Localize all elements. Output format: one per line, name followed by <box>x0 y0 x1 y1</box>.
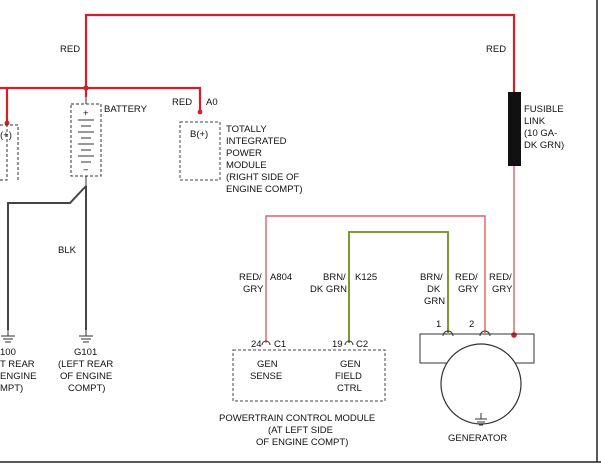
svg-text:OF ENGINE: OF ENGINE <box>60 371 112 382</box>
g101-ground-icon <box>79 330 93 343</box>
left-module-pin-label: (+) <box>0 130 12 141</box>
svg-text:GRY: GRY <box>458 284 479 295</box>
gen-sense-label: GEN SENSE <box>250 359 282 382</box>
left-pin-node <box>4 120 10 126</box>
blk-ground-wire <box>7 185 87 330</box>
svg-text:GRY: GRY <box>243 284 264 295</box>
svg-text:BRN/: BRN/ <box>420 272 443 283</box>
gen-wire-brn-label: BRN/ DK GRN <box>420 272 445 307</box>
gen-output-node <box>511 332 517 338</box>
left-module-lower-wire <box>0 125 8 181</box>
top-red-left-label: RED <box>60 44 80 55</box>
wire-a804-label: RED/ GRY A804 <box>239 272 292 295</box>
battery-label: BATTERY <box>104 104 148 115</box>
svg-text:K125: K125 <box>355 272 377 283</box>
svg-text:DK GRN): DK GRN) <box>524 140 564 151</box>
fusible-link <box>508 92 521 166</box>
svg-text:MODULE: MODULE <box>226 160 267 171</box>
svg-text:A804: A804 <box>270 272 292 283</box>
conn-c2-label: C2 <box>356 339 368 350</box>
svg-text:TOTALLY: TOTALLY <box>226 124 267 135</box>
tipm-pin-label: B(+) <box>190 129 208 140</box>
gen-pin-2-label: 2 <box>469 319 474 330</box>
red-feed-wire <box>0 13 516 122</box>
svg-text:DK GRN: DK GRN <box>310 284 347 295</box>
svg-text:LINK: LINK <box>524 116 546 127</box>
svg-text:COMPT): COMPT) <box>68 383 105 394</box>
conn-c1-label: C1 <box>274 339 286 350</box>
pcm-box <box>232 349 386 402</box>
svg-text:(AT LEFT SIDE: (AT LEFT SIDE <box>268 425 333 436</box>
tipm-pin-node <box>197 109 203 115</box>
pin-24-label: 24 <box>251 339 262 350</box>
svg-text:POWERTRAIN CONTROL MODULE: POWERTRAIN CONTROL MODULE <box>219 413 375 424</box>
battery-plus-label: + <box>83 108 89 119</box>
g100-ground-icon <box>1 330 15 343</box>
wire-k125-label: BRN/ DK GRN K125 <box>310 272 377 295</box>
tipm-name: TOTALLY INTEGRATED POWER MODULE (RIGHT S… <box>226 124 303 195</box>
svg-text:(RIGHT SIDE OF: (RIGHT SIDE OF <box>226 172 299 183</box>
generator-label: GENERATOR <box>448 433 507 444</box>
svg-text:CTRL: CTRL <box>337 383 362 394</box>
svg-text:FIELD: FIELD <box>335 371 362 382</box>
svg-text:POWER: POWER <box>226 148 262 159</box>
svg-text:GEN: GEN <box>257 359 278 370</box>
pcm-connector-icons <box>261 340 354 346</box>
battery-symbol <box>70 97 102 186</box>
svg-text:INTEGRATED: INTEGRATED <box>226 136 287 147</box>
gen-wire-redgry-label: RED/ GRY <box>455 272 479 295</box>
svg-text:OF ENGINE COMPT): OF ENGINE COMPT) <box>256 437 348 448</box>
gen-sense-wire <box>265 215 486 343</box>
svg-text:DK: DK <box>427 284 441 295</box>
g100-partial-label: 100 T REAR ENGINE MPT) <box>0 347 36 394</box>
pcm-name: POWERTRAIN CONTROL MODULE (AT LEFT SIDE … <box>219 413 375 448</box>
svg-text:ENGINE: ENGINE <box>0 371 36 382</box>
field-ctrl-wire <box>348 231 449 343</box>
svg-text:FUSIBLE: FUSIBLE <box>524 104 564 115</box>
svg-text:RED/: RED/ <box>239 272 262 283</box>
svg-text:(10 GA-: (10 GA- <box>524 128 557 139</box>
gen-wire-redgry-right-label: RED/ GRY <box>489 272 513 295</box>
blk-label: BLK <box>58 245 77 256</box>
tipm-box <box>179 121 221 181</box>
battery-node <box>83 85 89 91</box>
svg-text:GRN: GRN <box>424 296 445 307</box>
svg-text:GEN: GEN <box>340 359 361 370</box>
svg-text:RED/: RED/ <box>489 272 512 283</box>
pin-19-label: 19 <box>332 339 343 350</box>
svg-text:SENSE: SENSE <box>250 371 282 382</box>
generator-icon <box>440 343 522 425</box>
tipm-wire-circuit: A0 <box>206 97 218 108</box>
svg-text:(LEFT REAR: (LEFT REAR <box>58 359 113 370</box>
svg-text:G101: G101 <box>74 347 97 358</box>
svg-text:ENGINE COMPT): ENGINE COMPT) <box>226 184 303 195</box>
svg-text:MPT): MPT) <box>0 383 23 394</box>
svg-text:GRY: GRY <box>492 284 513 295</box>
svg-text:T REAR: T REAR <box>0 359 35 370</box>
svg-text:RED/: RED/ <box>455 272 478 283</box>
fusible-link-label: FUSIBLE LINK (10 GA- DK GRN) <box>524 104 564 151</box>
gen-pin-1-label: 1 <box>436 319 441 330</box>
generator-ground-icon <box>475 413 487 426</box>
svg-text:100: 100 <box>0 347 16 358</box>
battery-minus-label: − <box>83 165 89 176</box>
top-red-right-label: RED <box>486 44 506 55</box>
gen-connector-icons <box>442 330 491 337</box>
g101-label: G101 (LEFT REAR OF ENGINE COMPT) <box>58 347 113 394</box>
left-module-box <box>0 124 19 180</box>
gen-field-label: GEN FIELD CTRL <box>335 359 362 394</box>
svg-text:BRN/: BRN/ <box>323 272 346 283</box>
tipm-wire-color: RED <box>172 97 192 108</box>
